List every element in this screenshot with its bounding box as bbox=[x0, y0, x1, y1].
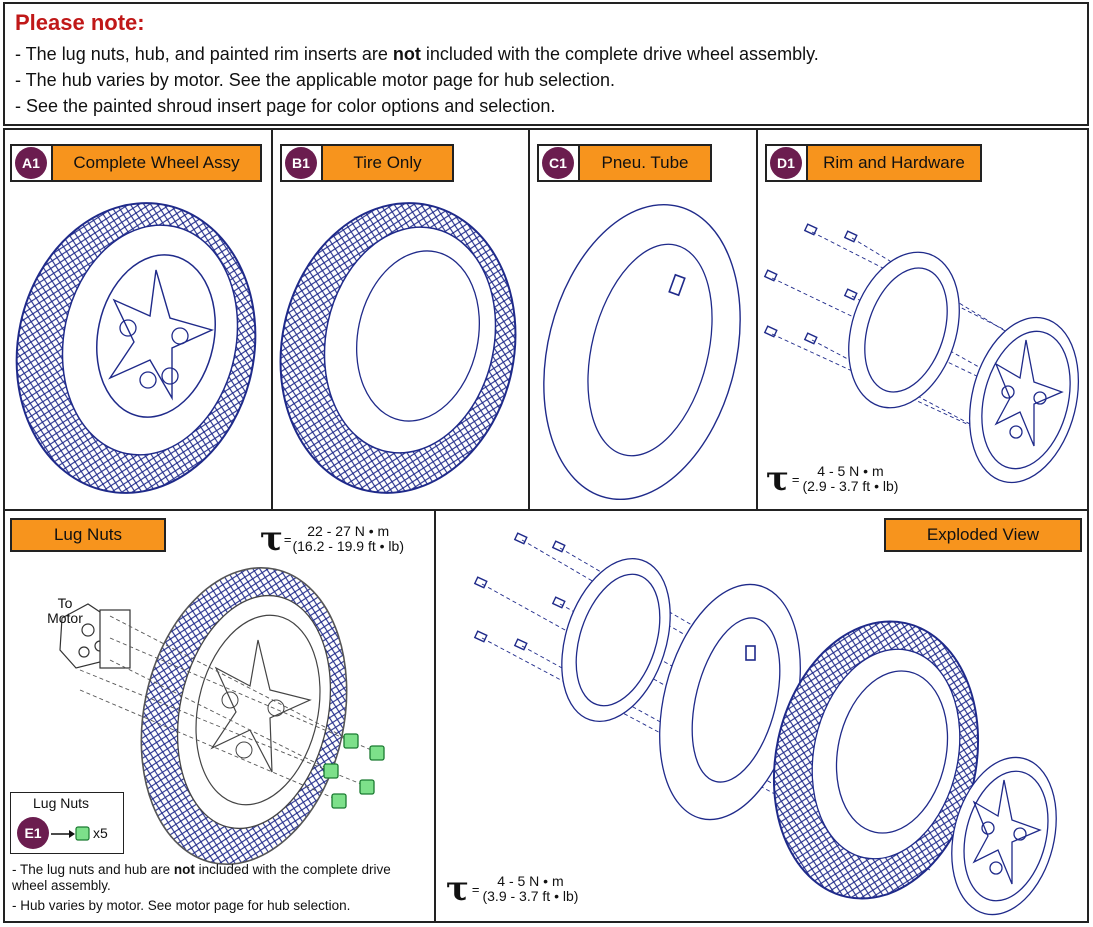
d1-badge: D1 bbox=[770, 147, 802, 179]
b1-label: Tire Only bbox=[321, 146, 452, 180]
note-line-2: - The hub varies by motor. See the appli… bbox=[15, 70, 616, 90]
lug-wheel-illustration bbox=[59, 567, 385, 865]
note-box: Please note: - The lug nuts, hub, and pa… bbox=[3, 2, 1089, 126]
e1-badge: E1 bbox=[17, 817, 49, 849]
arrow-nut-icon bbox=[51, 826, 90, 841]
exploded-illustration bbox=[473, 532, 1057, 916]
lug-nuts-legend: Lug Nuts E1 x5 bbox=[10, 792, 124, 854]
b1-header: B1 Tire Only bbox=[280, 144, 454, 182]
a1-label: Complete Wheel Assy bbox=[51, 146, 260, 180]
torque-icon: τ bbox=[446, 869, 469, 909]
exploded-torque-nm: 4 - 5 N • m bbox=[497, 873, 564, 890]
lug-footnote-1: - The lug nuts and hub are not included … bbox=[12, 862, 391, 893]
note-line-1: - The lug nuts, hub, and painted rim ins… bbox=[15, 44, 819, 64]
lug-nuts-label: Lug Nuts bbox=[10, 518, 166, 552]
d1-torque-nm: 4 - 5 N • m bbox=[817, 463, 884, 480]
a1-header: A1 Complete Wheel Assy bbox=[10, 144, 262, 182]
d1-torque-ftlb: (2.9 - 3.7 ft • lb) bbox=[802, 478, 899, 494]
torque-icon: τ bbox=[766, 459, 789, 499]
note-title: Please note: bbox=[15, 10, 145, 35]
torque-icon: τ bbox=[260, 519, 283, 559]
exploded-torque-ftlb: (3.9 - 3.7 ft • lb) bbox=[482, 888, 579, 904]
exploded-view-label: Exploded View bbox=[884, 518, 1082, 552]
b1-badge: B1 bbox=[285, 147, 317, 179]
c1-label: Pneu. Tube bbox=[578, 146, 710, 180]
lug-nut-icons bbox=[323, 733, 385, 809]
legend-title: Lug Nuts bbox=[33, 795, 90, 811]
a1-badge: A1 bbox=[15, 147, 47, 179]
d1-header: D1 Rim and Hardware bbox=[765, 144, 982, 182]
legend-qty: x5 bbox=[93, 825, 108, 841]
b1-tire-illustration bbox=[279, 202, 517, 494]
lug-footnote-2: - Hub varies by motor. See motor page fo… bbox=[12, 898, 351, 913]
d1-label: Rim and Hardware bbox=[806, 146, 980, 180]
exploded-torque-spec: τ = 4 - 5 N • m (3.9 - 3.7 ft • lb) bbox=[446, 869, 579, 909]
c1-badge: C1 bbox=[542, 147, 574, 179]
lug-torque-nm: 22 - 27 N • m bbox=[307, 523, 390, 540]
c1-header: C1 Pneu. Tube bbox=[537, 144, 712, 182]
d1-torque-spec: τ = 4 - 5 N • m (2.9 - 3.7 ft • lb) bbox=[766, 459, 899, 499]
a1-wheel-illustration bbox=[15, 202, 257, 494]
lug-torque-ftlb: (16.2 - 19.9 ft • lb) bbox=[292, 538, 404, 554]
lug-torque-spec: τ = 22 - 27 N • m (16.2 - 19.9 ft • lb) bbox=[260, 519, 404, 559]
note-line-3: - See the painted shroud insert page for… bbox=[15, 96, 556, 116]
hub-illustration bbox=[59, 603, 131, 669]
d1-rim-illustration bbox=[763, 223, 1080, 484]
c1-tube-illustration bbox=[543, 203, 741, 501]
to-motor-label: To Motor bbox=[47, 595, 83, 627]
panel-c1 bbox=[528, 128, 758, 511]
